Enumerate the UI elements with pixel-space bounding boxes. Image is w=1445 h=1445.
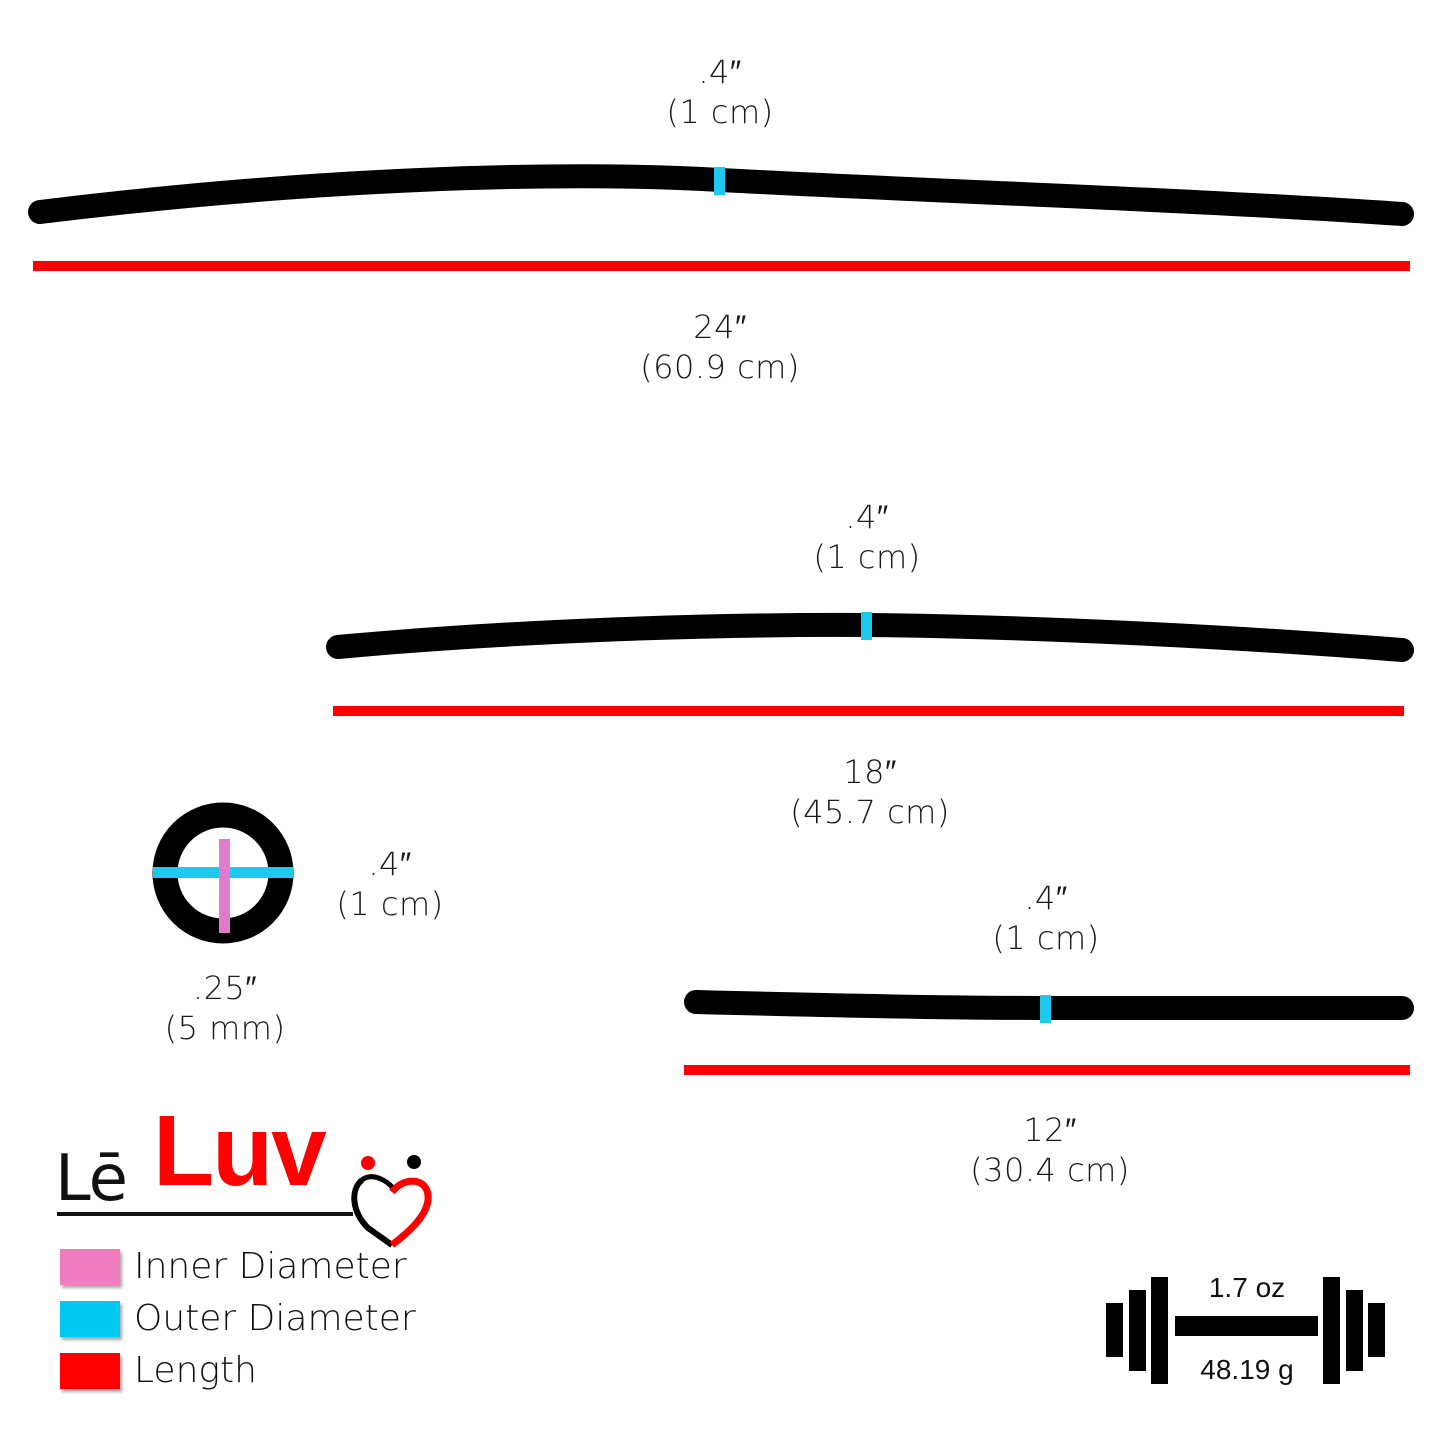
rod-18-length-bar: [333, 706, 1404, 716]
legend-item-length: Length: [60, 1350, 257, 1391]
legend-label: Outer Diameter: [134, 1298, 416, 1339]
cross-section-inner-label: .25″ (5 mm): [125, 968, 325, 1048]
rod-18-length-label: 18″ (45.7 cm): [750, 752, 990, 832]
rod-12-od-in: .4″: [1024, 879, 1068, 917]
legend-swatch-pink: [60, 1248, 120, 1285]
cross-section-icon: [152, 802, 294, 944]
rod-12-length-label: 12″ (30.4 cm): [930, 1110, 1170, 1190]
rod-18-len-in: 18″: [843, 753, 897, 791]
legend-label: Length: [134, 1350, 257, 1391]
rod-24-length-label: 24″ (60.9 cm): [600, 307, 840, 387]
weight-imperial: 1.7 oz: [1208, 1272, 1286, 1303]
logo-name: Luv: [153, 1095, 327, 1207]
rod-24-len-metric: (60.9 cm): [640, 348, 800, 386]
logo-underline: [57, 1212, 353, 1216]
rod-12-od-metric: (1 cm): [992, 919, 1100, 957]
rod-12-outer-marker: [1040, 995, 1051, 1023]
weight-metric: 48.19 g: [1200, 1354, 1294, 1385]
rod-18-outer-diameter-label: .4″ (1 cm): [767, 497, 967, 577]
logo-heart-icon: [351, 1155, 432, 1248]
rod-12-length-bar: [684, 1065, 1410, 1075]
cs-outer-in: .4″: [368, 845, 412, 883]
rod-18-od-metric: (1 cm): [813, 538, 921, 576]
rod-24-outer-marker: [714, 167, 725, 195]
rod-24-od-in: .4″: [698, 53, 742, 91]
brand-logo: Lē Luv: [55, 1095, 455, 1250]
rod-12-len-in: 12″: [1023, 1111, 1077, 1149]
cs-inner-in: .25″: [192, 969, 258, 1007]
legend-swatch-red: [60, 1352, 120, 1389]
rod-18-outer-marker: [861, 612, 872, 640]
rod-24-outer-diameter-label: .4″ (1 cm): [620, 52, 820, 132]
logo-prefix: Lē: [55, 1142, 128, 1216]
legend-item-inner-diameter: Inner Diameter: [60, 1246, 407, 1287]
cs-inner-metric: (5 mm): [164, 1009, 286, 1047]
legend-label: Inner Diameter: [134, 1246, 407, 1287]
rod-18-len-metric: (45.7 cm): [790, 793, 950, 831]
rod-18-od-in: .4″: [845, 498, 889, 536]
cross-section-outer-label: .4″ (1 cm): [290, 844, 490, 924]
legend-item-outer-diameter: Outer Diameter: [60, 1298, 416, 1339]
dumbbell-icon: [1106, 1277, 1385, 1384]
rod-12-outer-diameter-label: .4″ (1 cm): [946, 878, 1146, 958]
rod-24-length-bar: [33, 261, 1410, 271]
cs-outer-metric: (1 cm): [336, 885, 444, 923]
legend-swatch-cyan: [60, 1300, 120, 1337]
rod-24-len-in: 24″: [693, 308, 747, 346]
rod-12-len-metric: (30.4 cm): [970, 1151, 1130, 1189]
rod-24-od-metric: (1 cm): [666, 93, 774, 131]
